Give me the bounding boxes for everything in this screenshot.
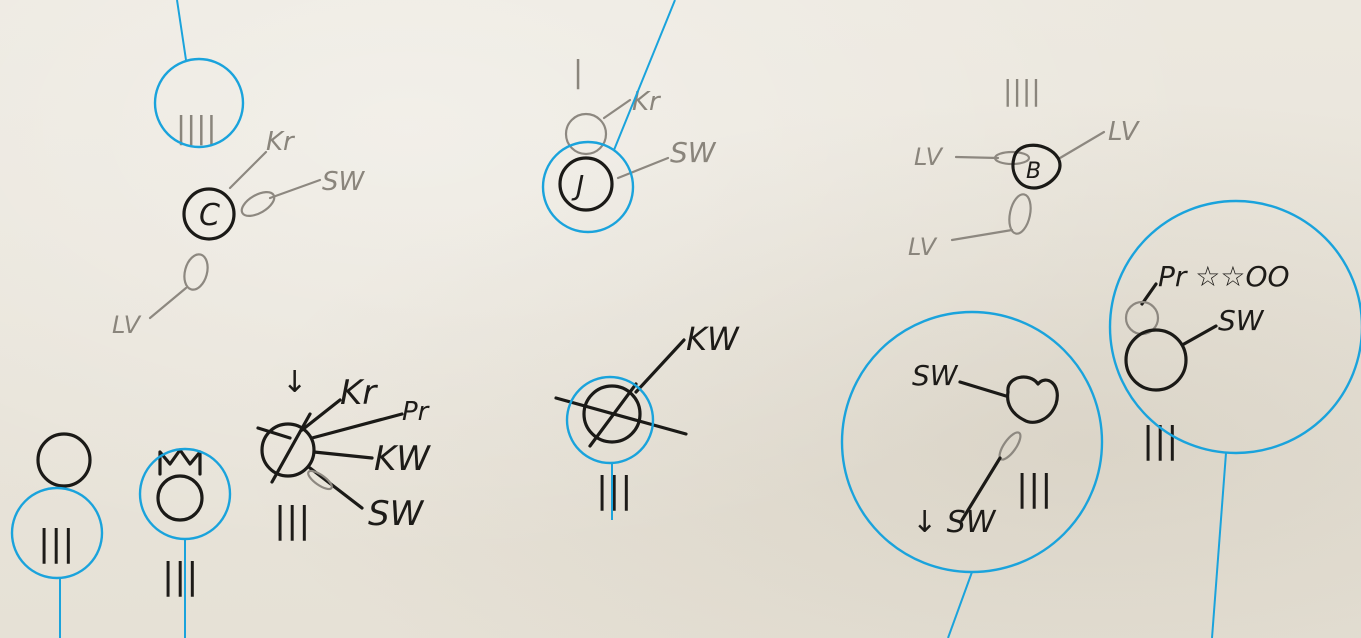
label-sw-hatched: SW — [368, 494, 425, 534]
label-kw-hatched: KW — [374, 439, 431, 479]
label-sw-heart: SW — [912, 359, 959, 392]
callout-line-token-j — [613, 0, 676, 151]
label-kr-hatched: Kr — [340, 373, 378, 413]
tally-crown: ||| — [162, 556, 198, 597]
link-kr-hatched — [300, 398, 342, 432]
tally-crossed: ||| — [596, 470, 632, 511]
label-down-sw: ↓ SW — [912, 505, 997, 540]
group-b: |||| LV LV LV B — [908, 74, 1141, 261]
label-sw-j: SW — [670, 136, 717, 169]
callout-tally-c — [153, 57, 245, 149]
tally-heart: ||| — [1016, 468, 1052, 509]
link-kr-j — [602, 98, 632, 120]
token-crossed — [582, 384, 642, 444]
label-kr-j: Kr — [632, 87, 662, 117]
link-lv-b-bottom — [950, 228, 1014, 242]
callout-line-tally-c — [176, 0, 187, 61]
callout-token-j — [541, 140, 635, 234]
link-pr-hatched — [310, 412, 404, 440]
token-j — [558, 156, 614, 212]
label-lv-b-right: LV — [1108, 117, 1141, 147]
callout-line-pr — [1211, 452, 1227, 638]
callout-token-crown — [138, 447, 232, 541]
link-sw-c — [268, 178, 322, 200]
limb-c-down — [183, 253, 209, 291]
token-b-label: B — [1026, 159, 1041, 184]
hatch-left — [256, 426, 292, 440]
token-pr — [1124, 328, 1188, 392]
group-crossed: KW ||| — [554, 320, 740, 520]
tally-j: | — [573, 55, 583, 90]
token-plain — [36, 432, 92, 488]
link-kw-hatched — [312, 450, 374, 460]
group-crown: ||| — [138, 447, 232, 638]
label-lv-b-bottom: LV — [908, 233, 938, 261]
tally-plain: ||| — [38, 523, 74, 564]
link-pr — [1140, 282, 1158, 306]
arrow-down-hatched: ↓ — [282, 365, 307, 400]
callout-tally-plain — [10, 486, 104, 580]
link-lv-c — [148, 286, 188, 320]
group-sw-heart: SW ↓ SW ||| — [840, 310, 1104, 638]
tally-c: |||| — [176, 111, 216, 146]
head-j — [564, 112, 608, 156]
link-kw-crossed — [634, 338, 686, 394]
limb-b-down — [1008, 193, 1032, 235]
callout-token-crossed — [565, 375, 655, 465]
callout-pr — [1108, 199, 1361, 455]
label-pr-eyes: Pr ☆☆OO — [1158, 260, 1290, 293]
token-heart — [1006, 375, 1059, 424]
link-sw-heart — [958, 380, 1008, 398]
token-crown — [156, 474, 204, 522]
group-hatched: ↓ Kr Pr KW SW ||| — [256, 365, 431, 541]
cross-bar — [554, 396, 688, 436]
link-kr-c — [228, 150, 268, 190]
link-down-sw — [960, 456, 1002, 522]
link-sw-hatched — [308, 466, 364, 510]
group-plain: ||| — [10, 432, 104, 638]
hatch-slash — [270, 412, 312, 484]
token-b — [1011, 143, 1062, 190]
tally-hatched: ||| — [274, 500, 310, 541]
label-kr-c: Kr — [266, 127, 296, 157]
group-c: |||| Kr SW LV C — [112, 0, 366, 339]
label-sw-c: SW — [322, 167, 366, 197]
token-c-label: C — [199, 198, 220, 233]
limb-c-right — [240, 190, 276, 218]
group-pr: Pr ☆☆OO SW ||| — [1108, 199, 1361, 638]
tally-b: |||| — [1003, 74, 1041, 107]
link-sw-pr — [1182, 324, 1218, 346]
link-lv-b-right — [1058, 130, 1106, 160]
limb-hatched — [307, 469, 333, 491]
token-j-label: J — [571, 169, 584, 202]
link-sw-j — [616, 156, 670, 180]
group-j: | Kr SW J — [541, 0, 717, 234]
callout-line-sw-heart — [947, 571, 973, 638]
token-c — [182, 187, 236, 241]
label-sw-pr: SW — [1218, 304, 1265, 337]
label-lv-c: LV — [112, 311, 142, 339]
label-pr-hatched: Pr — [402, 397, 431, 427]
label-lv-b-left: LV — [914, 143, 944, 171]
token-hatched — [260, 422, 316, 478]
label-kw-crossed: KW — [686, 320, 740, 358]
link-lv-b-left — [954, 155, 1000, 160]
